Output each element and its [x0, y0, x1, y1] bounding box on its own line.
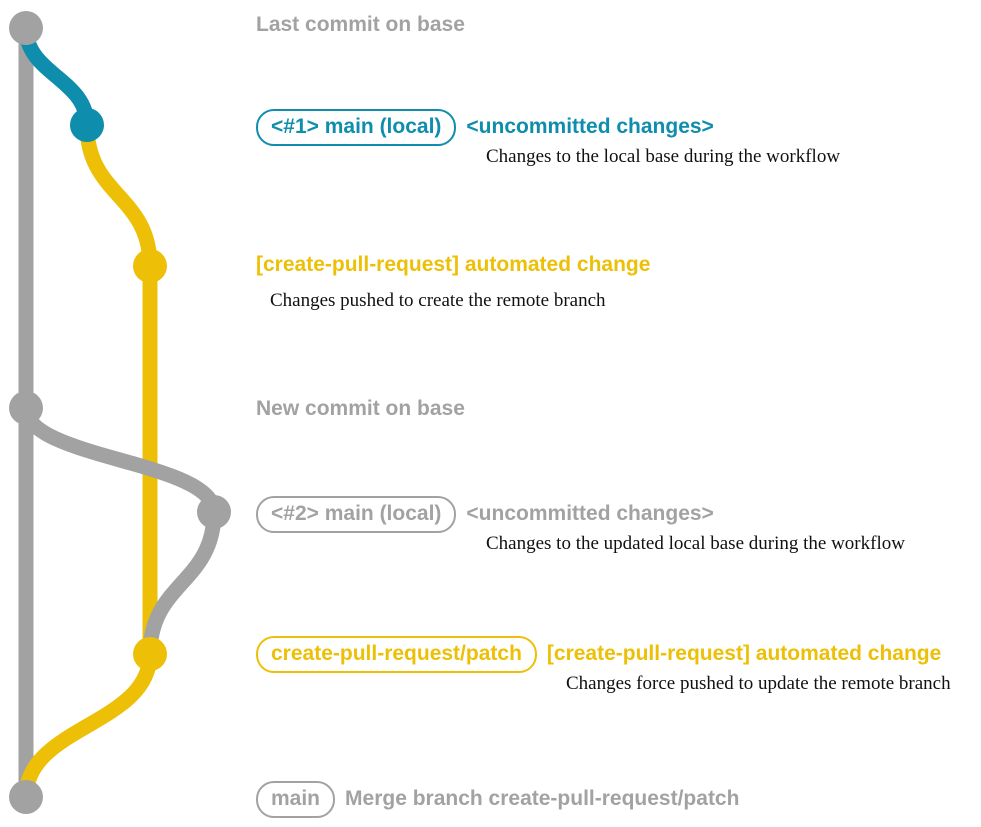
commit-subject: [create-pull-request] automated change — [546, 642, 942, 665]
patch-branch-line-upper — [79, 117, 158, 274]
commit-note-automated-change-1: Changes pushed to create the remote bran… — [270, 290, 606, 311]
branch-pill-create-pull-request-patch[interactable]: create-pull-request/patch — [256, 636, 537, 673]
commit-headline: Last commit on base — [256, 13, 465, 36]
patch-merge-line — [18, 646, 158, 805]
commit-dot-base-last[interactable] — [9, 11, 43, 45]
git-graph — [9, 11, 231, 814]
commit-dot-local-2[interactable] — [197, 495, 231, 529]
commit-row-automated-change-1: [create-pull-request] automated change — [256, 254, 650, 276]
local-updated-branch-line — [18, 400, 222, 520]
commit-subject: <uncommitted changes> — [466, 502, 714, 525]
commit-dot-patch-1[interactable] — [133, 249, 167, 283]
branch-pill-main-local-2[interactable]: <#2> main (local) — [256, 496, 457, 533]
branch-pill-main-local-1[interactable]: <#1> main (local) — [256, 109, 457, 146]
commit-headline: [create-pull-request] automated change — [256, 253, 651, 276]
commit-note-local-change-2: Changes to the updated local base during… — [486, 533, 905, 554]
commit-dot-base-new[interactable] — [9, 391, 43, 425]
commit-row-last-commit-on-base: Last commit on base — [256, 14, 465, 36]
branch-pill-main[interactable]: main — [256, 781, 336, 818]
commit-dot-patch-2[interactable] — [133, 637, 167, 671]
commit-headline: New commit on base — [256, 397, 465, 420]
commit-subject: <uncommitted changes> — [466, 115, 714, 138]
commit-note-local-change-1: Changes to the local base during the wor… — [486, 146, 841, 167]
commit-row-merge-commit: main Merge branch create-pull-request/pa… — [256, 781, 739, 818]
local-updated-to-patch-line — [142, 504, 222, 662]
commit-row-local-change-1: <#1> main (local) <uncommitted changes> — [256, 109, 714, 146]
commit-dot-local-1[interactable] — [70, 108, 104, 142]
commit-note-automated-change-2: Changes force pushed to update the remot… — [566, 673, 951, 694]
commit-row-local-change-2: <#2> main (local) <uncommitted changes> — [256, 496, 714, 533]
commit-dot-base-merge[interactable] — [9, 780, 43, 814]
commit-subject: Merge branch create-pull-request/patch — [345, 787, 740, 810]
commit-row-new-commit-on-base: New commit on base — [256, 398, 465, 420]
commit-row-automated-change-2: create-pull-request/patch [create-pull-r… — [256, 636, 941, 673]
